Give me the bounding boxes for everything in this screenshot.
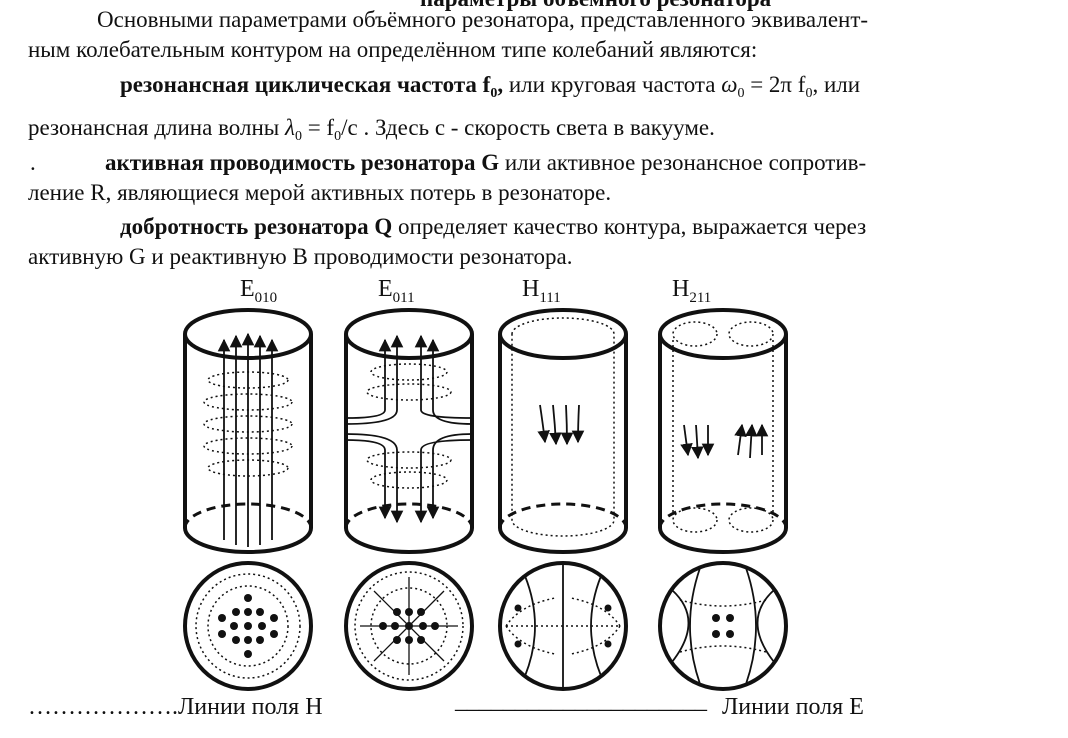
param-conductance-line-2: ление R, являющиеся мерой активных потер… [28, 180, 612, 205]
param-quality: добротность резонатора Q определяет каче… [120, 214, 867, 239]
param-frequency-bold: резонансная циклическая частота f0, [120, 72, 504, 101]
cylinder-e011 [344, 308, 474, 554]
mode-label-e010: E010 [240, 276, 278, 306]
mode-label-h211: H211 [672, 276, 712, 306]
param-quality-line-2: активную G и реактивную B проводимости р… [28, 244, 573, 269]
cylinder-h211 [658, 308, 788, 554]
mode-label-e011: E011 [378, 276, 415, 306]
legend-e-field: Линии поля Е [722, 694, 864, 720]
cylinder-e010 [183, 308, 313, 554]
h-field-rings [366, 363, 452, 489]
bullet-dot: . [30, 150, 36, 175]
paragraph-line-1: Основными параметрами объёмного резонато… [97, 7, 869, 32]
cross-section-h211 [658, 561, 788, 691]
param-conductance: активная проводимость резонатора G или а… [105, 150, 867, 175]
param-wavelength: резонансная длина волны λ0 = f0/c . Здес… [28, 115, 715, 144]
e-field-lines [345, 334, 473, 524]
cut-top-heading: параметры объёмного резонатора [0, 0, 1068, 12]
legend-e-rule: _____________________ [455, 688, 707, 714]
h-field-rings [203, 371, 293, 477]
cross-section-e011 [344, 561, 474, 691]
cylinder-h111 [498, 308, 628, 554]
h-field-loops [511, 317, 615, 537]
legend-h-field: ……………….Линии поля Н [28, 694, 323, 720]
cross-section-h111 [498, 561, 628, 691]
cross-section-e010 [183, 561, 313, 691]
mode-label-h111: H111 [522, 276, 561, 306]
e-field-lines [217, 332, 279, 547]
e-field-lines [537, 404, 585, 446]
h-field-loops [672, 321, 774, 533]
paragraph-line-2: ным колебательным контуром на определённ… [28, 37, 758, 62]
param-frequency: резонансная циклическая частота f0, или … [120, 72, 861, 101]
e-field-lines [680, 423, 769, 460]
